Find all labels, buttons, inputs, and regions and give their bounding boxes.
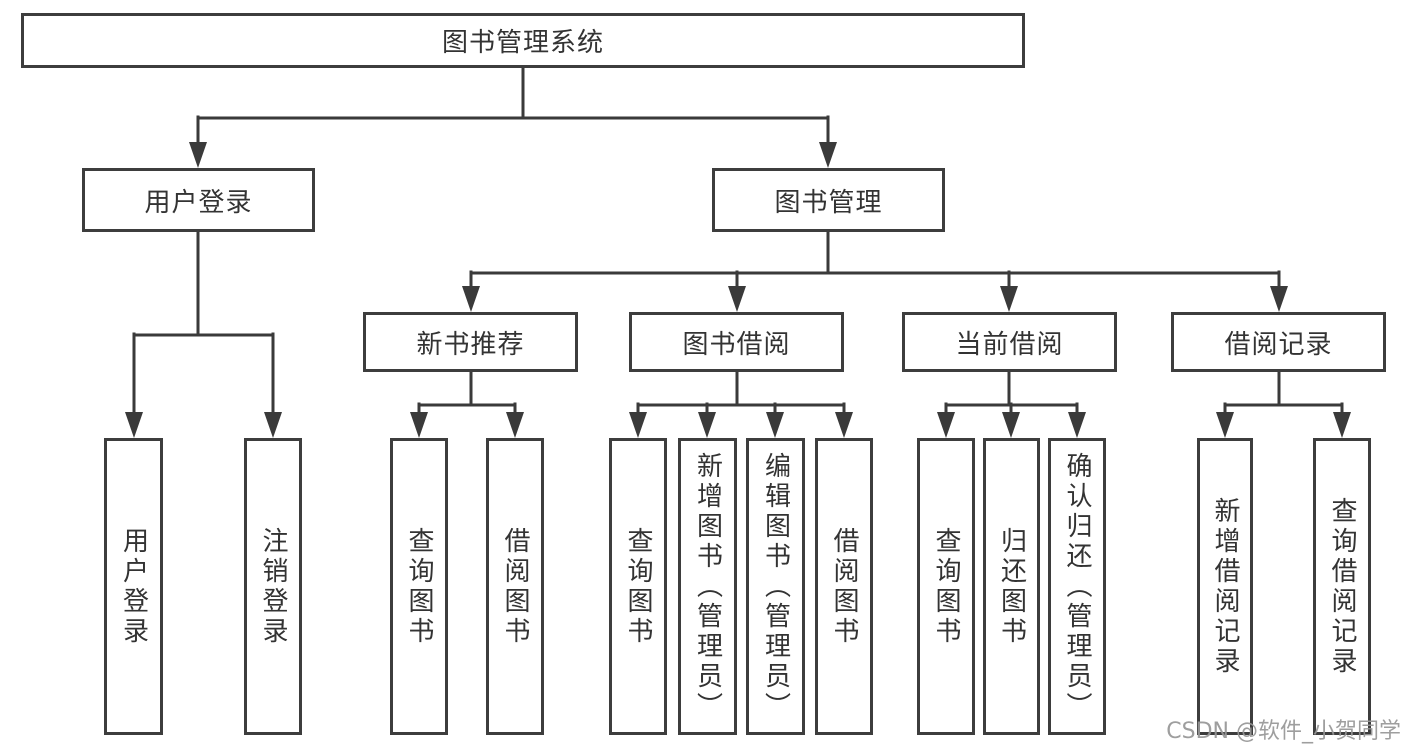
leaf-records-query-record: 查询借阅记录	[1313, 438, 1371, 735]
node-new-book-recommendation: 新书推荐	[363, 312, 578, 372]
node-book-management-branch: 图书管理	[712, 168, 945, 232]
leaf-logout: 注销登录	[244, 438, 302, 735]
node-current-borrowing: 当前借阅	[902, 312, 1117, 372]
tree-edges	[132, 66, 1344, 418]
leaf-recommend-query-books: 查询图书	[390, 438, 448, 735]
leaf-recommend-borrow-books: 借阅图书	[486, 438, 544, 735]
leaf-borrowing-borrow-books: 借阅图书	[815, 438, 873, 735]
leaf-borrowing-query-books: 查询图书	[609, 438, 667, 735]
node-user-login-branch: 用户登录	[82, 168, 315, 232]
arrowhead-icons	[125, 142, 1351, 438]
leaf-borrowing-edit-books-admin: 编辑图书（管理员）	[746, 438, 805, 735]
node-library-management-system: 图书管理系统	[21, 13, 1025, 68]
leaf-borrowing-add-books-admin: 新增图书（管理员）	[678, 438, 737, 735]
leaf-current-query-books: 查询图书	[917, 438, 975, 735]
csdn-watermark: CSDN @软件_小贺同学	[1166, 719, 1401, 744]
leaf-current-return-books: 归还图书	[983, 438, 1040, 735]
node-borrowing-records: 借阅记录	[1171, 312, 1386, 372]
leaf-records-add-record: 新增借阅记录	[1197, 438, 1253, 735]
leaf-current-confirm-return-admin: 确认归还（管理员）	[1048, 438, 1106, 735]
leaf-user-login: 用户登录	[104, 438, 163, 735]
node-book-borrowing: 图书借阅	[629, 312, 844, 372]
